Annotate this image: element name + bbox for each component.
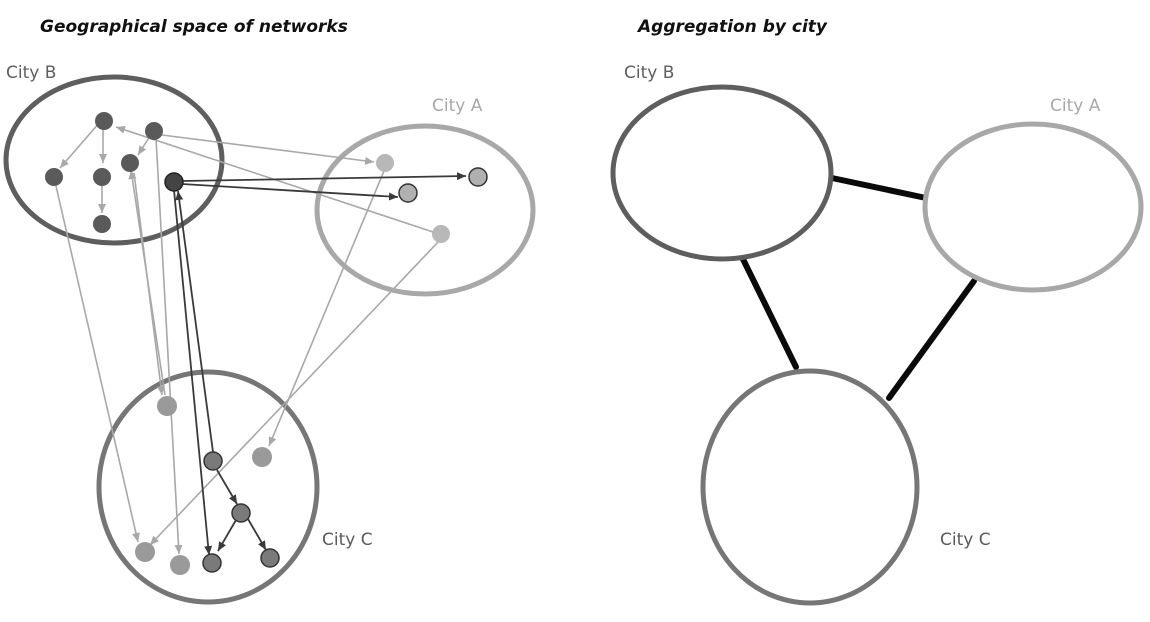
node-a1 <box>376 154 394 172</box>
node-c4 <box>231 503 251 523</box>
dark-edges <box>173 172 467 556</box>
aggregate-edge-a-c <box>886 278 977 401</box>
city-b-nodes <box>45 112 184 233</box>
edge-b7-c7 <box>173 189 213 556</box>
city-a-nodes <box>376 154 488 243</box>
aggregate-city-b <box>610 84 834 262</box>
edge-b1-b4 <box>59 121 101 169</box>
aggregate-edges <box>737 175 977 401</box>
edge-c1-b3 <box>128 169 166 396</box>
left-panel-title: Geographical space of networks <box>40 17 348 37</box>
node-c5 <box>135 542 155 562</box>
city-b-region <box>3 74 225 246</box>
aggregate-edge-b-a <box>829 175 929 201</box>
city-b-label: City B <box>6 63 56 83</box>
city-c-region <box>96 369 320 605</box>
node-a2 <box>398 183 418 203</box>
edge-b2-b3 <box>137 135 151 156</box>
node-b1 <box>95 112 113 130</box>
edge-a1-c3 <box>268 170 385 447</box>
edge-c4-c7 <box>217 519 237 552</box>
node-c2 <box>203 451 223 471</box>
node-b7 <box>164 172 184 192</box>
city-a-label: City A <box>432 96 483 116</box>
right-panel: City B City A City C <box>610 63 1144 606</box>
node-b6 <box>93 215 111 233</box>
edge-c2-c4 <box>216 469 238 505</box>
node-c7 <box>202 553 222 573</box>
node-c6 <box>170 555 190 575</box>
node-b2 <box>145 122 163 140</box>
edge-b2-c6 <box>155 137 183 555</box>
aggregate-city-b-label: City B <box>624 63 674 83</box>
node-b4 <box>45 168 63 186</box>
node-c1 <box>157 396 177 416</box>
city-c-nodes <box>135 396 280 575</box>
aggregate-edge-b-c <box>737 250 799 370</box>
edge-b7-a2 <box>181 183 399 201</box>
edge-b2-a1 <box>161 134 375 165</box>
right-panel-title: Aggregation by city <box>636 17 828 37</box>
node-a4 <box>468 167 488 187</box>
edge-c2-b7 <box>175 190 214 453</box>
aggregate-city-a <box>922 121 1144 293</box>
node-b5 <box>93 168 111 186</box>
node-b3 <box>121 154 139 172</box>
aggregate-city-c-label: City C <box>940 530 991 550</box>
city-c-label: City C <box>322 530 373 550</box>
edge-a3-c5 <box>149 239 441 546</box>
light-edges <box>55 121 441 555</box>
left-panel: City B City A City C <box>3 63 536 605</box>
edge-c4-c8 <box>247 518 267 551</box>
city-a-region <box>314 123 536 297</box>
edge-b7-a4 <box>181 172 467 182</box>
aggregate-city-c <box>700 368 920 606</box>
node-c3 <box>252 447 272 467</box>
aggregate-city-a-label: City A <box>1050 96 1101 116</box>
edge-b4-c5 <box>55 185 140 543</box>
node-a3 <box>432 225 450 243</box>
node-c8 <box>260 548 280 568</box>
